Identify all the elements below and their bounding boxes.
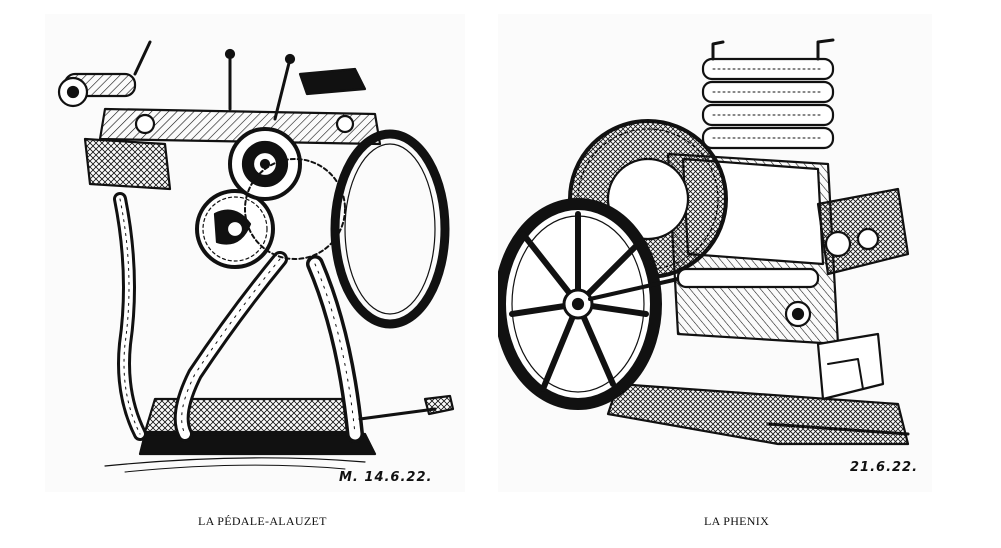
- pedale-alauzet-press-illustration: [57, 40, 455, 473]
- date-inscription: M. 14.6.22.: [339, 470, 433, 485]
- caption-pedale-alauzet: LA PÉDALE-ALAUZET: [198, 514, 327, 528]
- drawing-pedale-alauzet: M. 14.6.22.: [45, 14, 465, 492]
- date-inscription: 21.6.22.: [850, 460, 919, 475]
- drawing-phenix: 21.6.22.: [498, 14, 932, 492]
- caption-phenix: LA PHENIX: [704, 514, 770, 528]
- phenix-press-illustration: [498, 38, 910, 446]
